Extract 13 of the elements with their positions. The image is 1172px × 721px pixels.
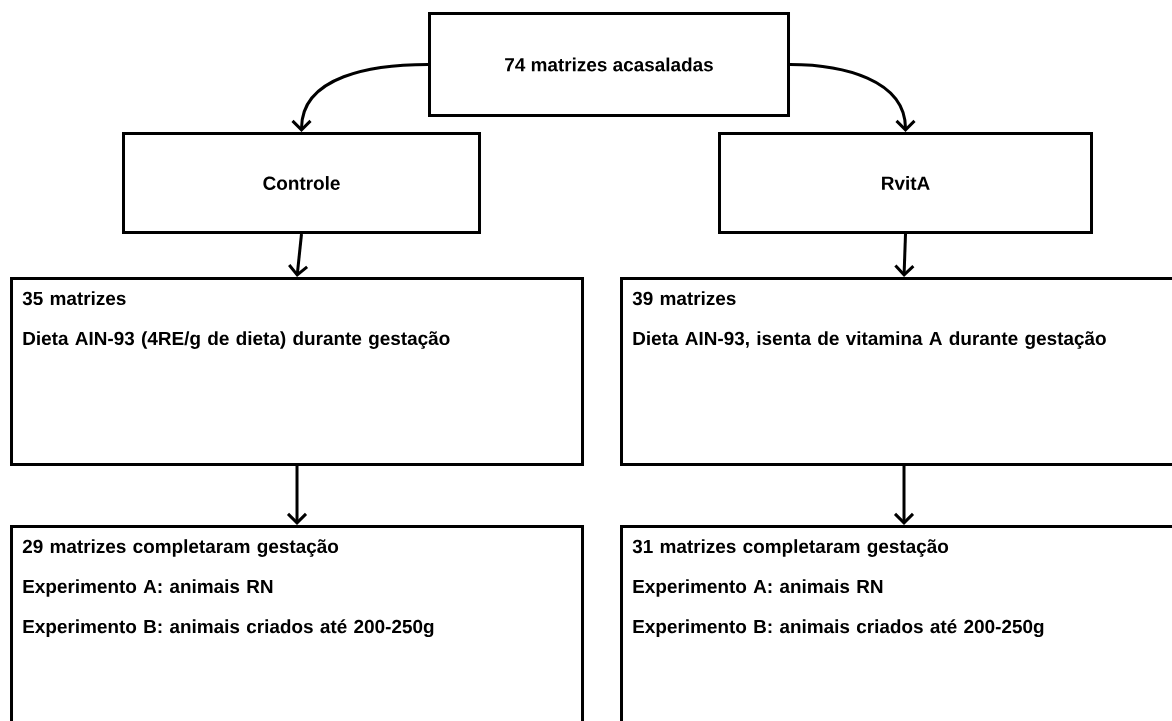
arrow (789, 63, 916, 132)
process-box: 39 matrizes Dieta AIN-93, isenta de vitamina A durante gestação (620, 277, 1172, 466)
process-box: RvitA (718, 132, 1093, 234)
process-box: Controle (122, 132, 481, 234)
arrow (288, 233, 309, 277)
process-box: 35 matrizes Dieta AIN-93 (4RE/g de dieta) durante gestação (10, 277, 584, 466)
arrow (291, 63, 429, 132)
process-box: 29 matrizes completaram gestação Experimento A: animais RN Experimento B: animais criados até 200-250g (10, 525, 584, 721)
arrow (286, 466, 308, 525)
arrow (893, 466, 915, 525)
arrow (894, 233, 915, 277)
process-box: 74 matrizes acasaladas (428, 12, 790, 117)
process-box: 31 matrizes completaram gestação Experimento A: animais RN Experimento B: animais criados até 200-250g (620, 525, 1172, 721)
